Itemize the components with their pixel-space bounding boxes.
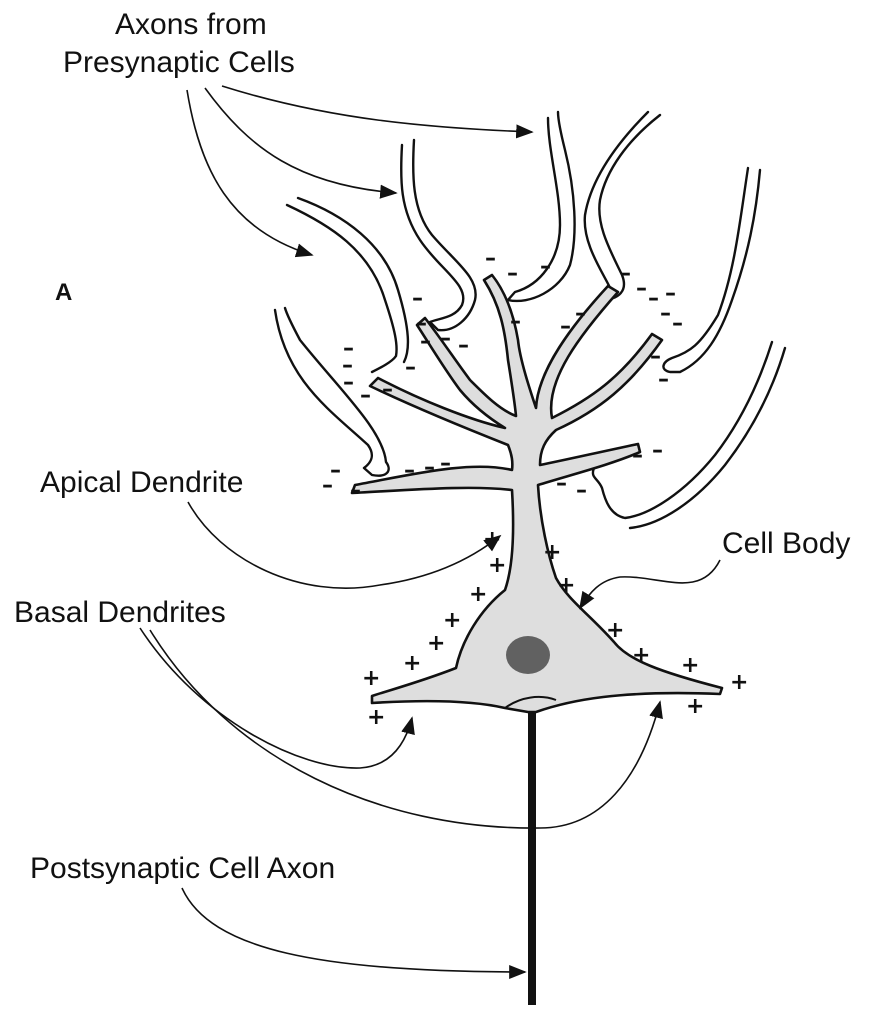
- positive-sign: +: [469, 582, 487, 607]
- positive-sign: +: [403, 651, 421, 676]
- presynaptic-label-line2: Presynaptic Cells: [63, 46, 295, 79]
- negative-sign: –: [632, 443, 643, 468]
- positive-sign: +: [483, 527, 501, 552]
- positive-sign: +: [557, 573, 575, 598]
- positive-sign: +: [543, 540, 561, 565]
- positive-sign: +: [632, 643, 650, 668]
- negative-sign: –: [440, 326, 451, 351]
- positive-sign: +: [686, 694, 704, 719]
- negative-sign: –: [540, 254, 551, 279]
- cell-body-label: Cell Body: [722, 527, 850, 560]
- negative-sign: –: [424, 455, 435, 480]
- negative-sign: –: [458, 333, 469, 358]
- negative-sign: –: [636, 276, 647, 301]
- positive-sign: +: [367, 705, 385, 730]
- postsynaptic-axon: [528, 705, 536, 1005]
- negative-sign: –: [510, 309, 521, 334]
- negative-sign: –: [648, 286, 659, 311]
- negative-sign: –: [660, 301, 671, 326]
- negative-sign: –: [404, 458, 415, 483]
- negative-sign: –: [650, 344, 661, 369]
- positive-sign: +: [362, 666, 380, 691]
- negative-sign: –: [485, 246, 496, 271]
- positive-sign: +: [443, 608, 461, 633]
- negative-sign: –: [405, 355, 416, 380]
- arrow-to-axon: [222, 86, 532, 132]
- apical-dendrite-label: Apical Dendrite: [40, 466, 243, 499]
- negative-sign: –: [652, 438, 663, 463]
- positive-sign: +: [681, 653, 699, 678]
- negative-sign: –: [620, 261, 631, 286]
- positive-sign: +: [488, 553, 506, 578]
- positive-sign: +: [730, 670, 748, 695]
- arrow-to-axon: [187, 90, 312, 255]
- negative-sign: –: [556, 471, 567, 496]
- negative-sign: –: [507, 261, 518, 286]
- negative-sign: –: [575, 301, 586, 326]
- negative-sign: –: [576, 478, 587, 503]
- negative-sign: –: [343, 370, 354, 395]
- presynaptic-label-line1: Axons from: [115, 8, 267, 41]
- panel-label: A: [55, 279, 72, 306]
- negative-sign: –: [382, 377, 393, 402]
- positive-sign: +: [427, 631, 445, 656]
- arrow-to-cell-body: [580, 560, 720, 608]
- postsynaptic-axon-label: Postsynaptic Cell Axon: [30, 852, 335, 885]
- nucleus: [506, 636, 550, 674]
- negative-sign: –: [322, 473, 333, 498]
- negative-sign: –: [360, 383, 371, 408]
- presynaptic-axon: [663, 168, 760, 372]
- positive-sign: +: [606, 618, 624, 643]
- arrow-to-postsynaptic-axon: [182, 888, 525, 972]
- arrow-to-axon: [205, 88, 396, 193]
- arrow-to-apical-dendrite: [188, 502, 500, 588]
- presynaptic-axon: [275, 308, 389, 476]
- negative-sign: –: [658, 367, 669, 392]
- negative-sign: –: [440, 451, 451, 476]
- negative-sign: –: [350, 478, 361, 503]
- negative-sign: –: [560, 314, 571, 339]
- negative-sign: –: [420, 329, 431, 354]
- negative-sign: –: [412, 286, 423, 311]
- negative-sign: –: [672, 311, 683, 336]
- pointer-arrows: [140, 86, 720, 972]
- basal-dendrites-label: Basal Dendrites: [14, 596, 226, 629]
